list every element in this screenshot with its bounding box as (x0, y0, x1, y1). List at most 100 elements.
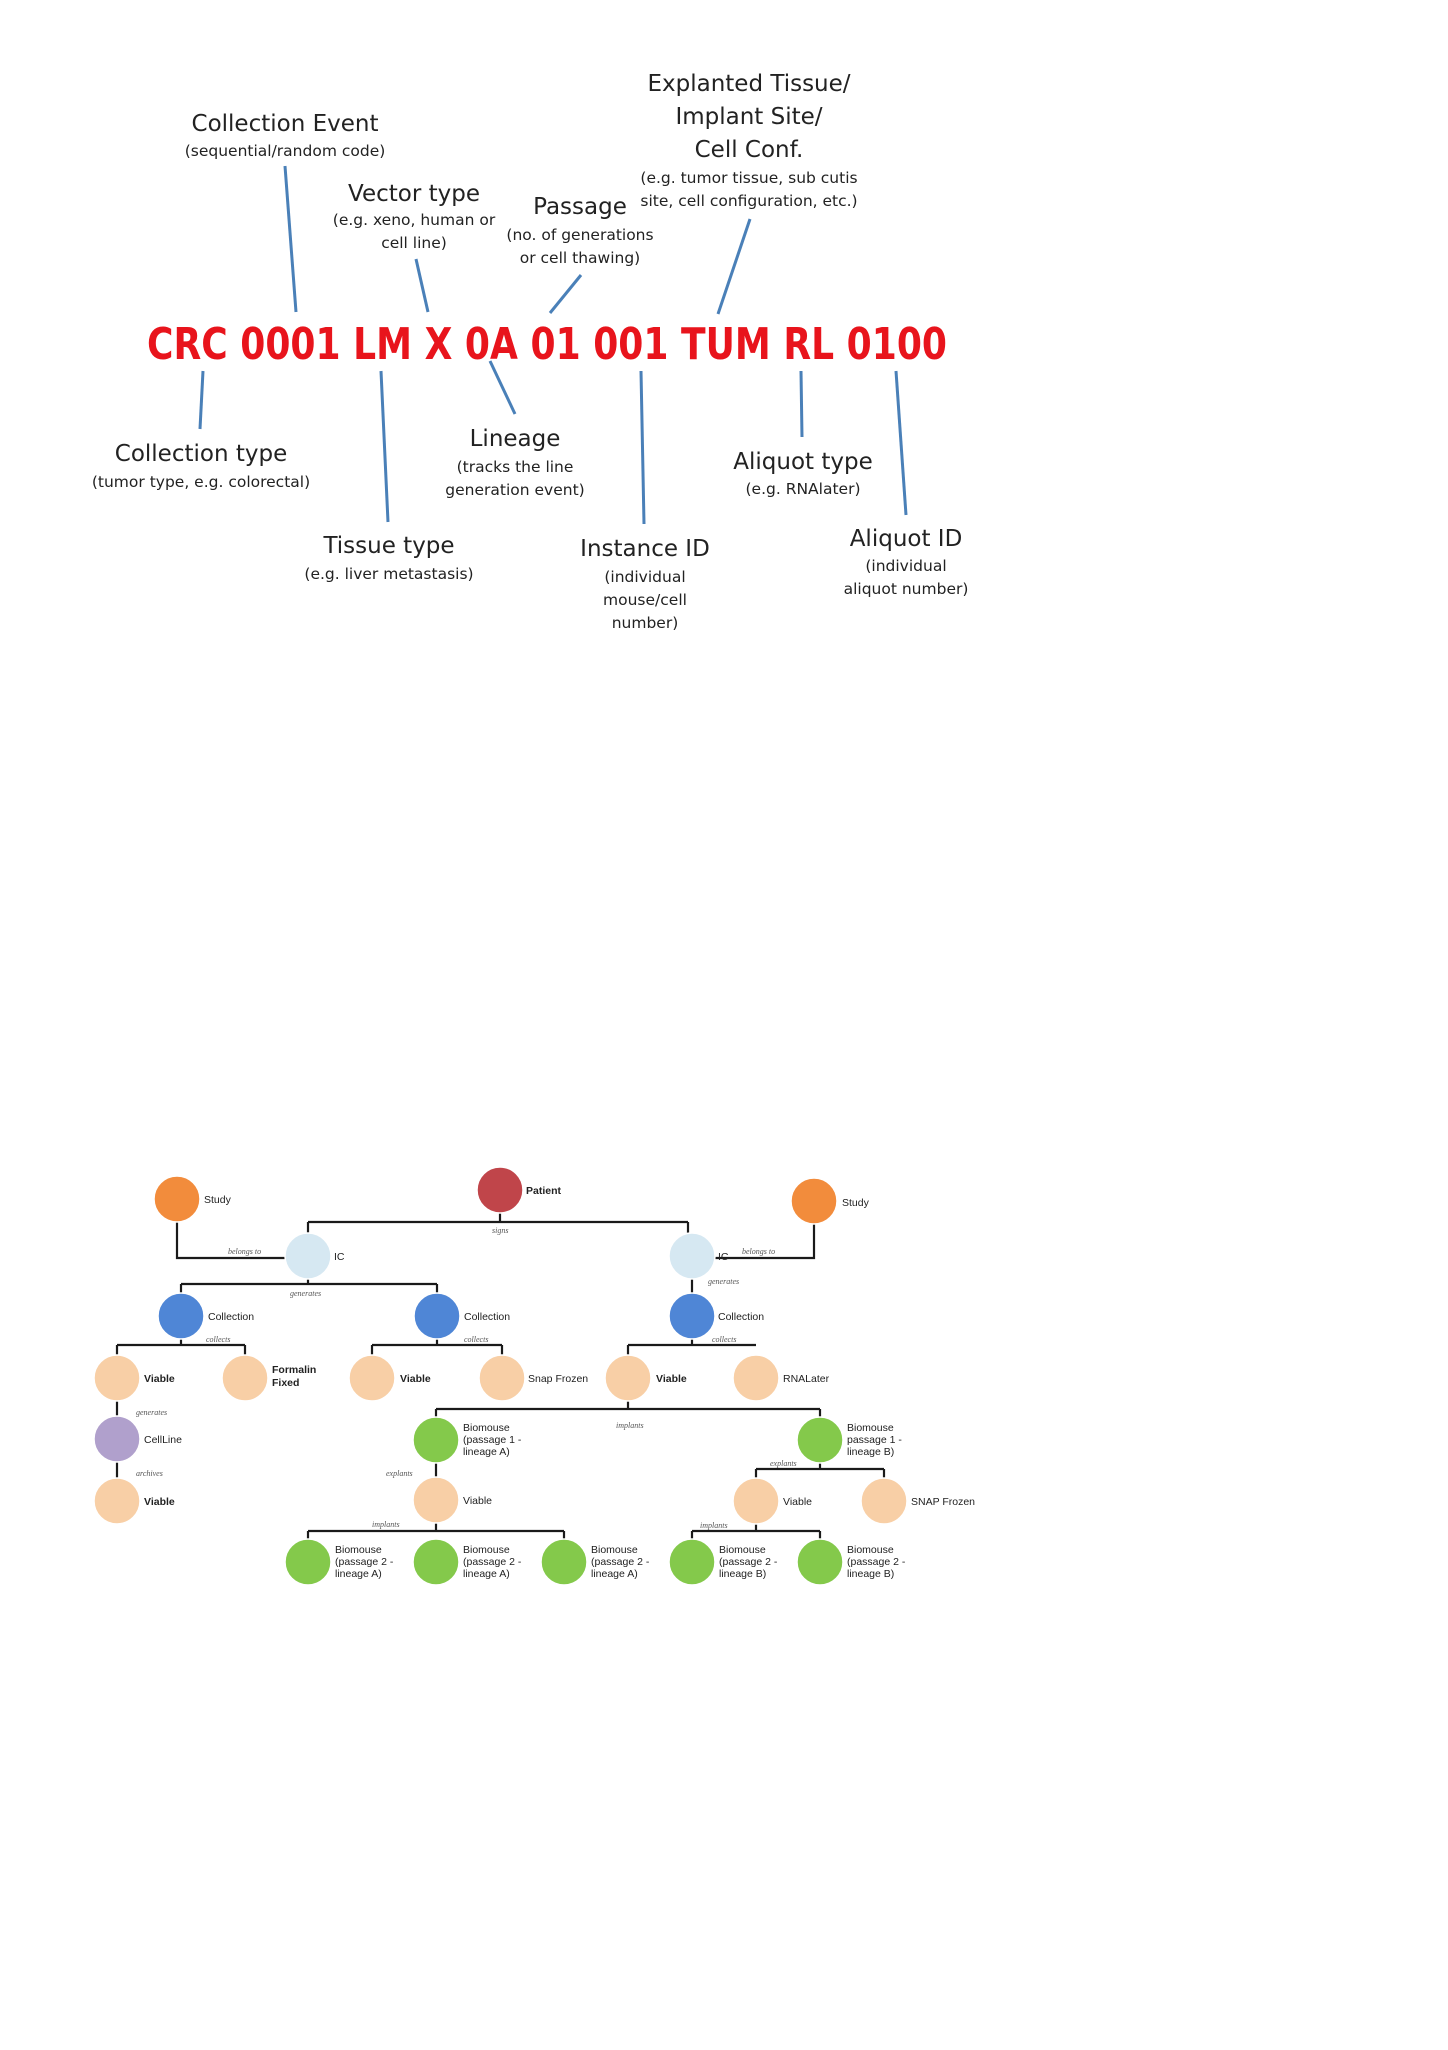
tree-nodes: Study Patient Study IC IC (93, 1166, 975, 1586)
desc-instance-id-2: mouse/cell (603, 591, 687, 609)
edge-label-implants-3: implants (700, 1521, 728, 1530)
edge-label-generates-right: generates (708, 1277, 739, 1286)
node-viable-5: Viable (412, 1476, 492, 1524)
node-label-line-3: lineage B) (719, 1568, 766, 1580)
node-study-right: Study (790, 1177, 870, 1225)
node-label-line-2: (passage 2 - (719, 1556, 778, 1568)
node-label-line-2: (passage 2 - (463, 1556, 522, 1568)
edge-label-collects-3: collects (712, 1335, 736, 1344)
node-collection-2: Collection (413, 1292, 510, 1340)
node-label: Patient (526, 1185, 562, 1197)
node-label: Snap Frozen (528, 1373, 588, 1385)
node-label: RNALater (783, 1373, 830, 1385)
node-label-line-3: lineage B) (847, 1446, 894, 1458)
label-explanted-1: Explanted Tissue/ (647, 71, 850, 97)
connector-tissue-type (379, 370, 390, 523)
id-code-diagram: CRC 0001 LM X 0A 01 001 TUM RL 0100 Coll… (92, 71, 969, 632)
collection-circle (668, 1292, 716, 1340)
biomouse-circle (284, 1538, 332, 1586)
desc-instance-id-1: (individual (604, 568, 685, 586)
node-label-line-2: (passage 2 - (847, 1556, 906, 1568)
node-label-line-2: (passage 2 - (591, 1556, 650, 1568)
node-biomouse-p2-lineage-a-1: Biomouse (passage 2 - lineage A) (284, 1538, 394, 1586)
edge-label-archives: archives (136, 1469, 163, 1478)
node-viable-2: Viable (348, 1354, 431, 1402)
connector-passage (548, 274, 583, 314)
connector-lines (198, 165, 908, 525)
node-ic-left: IC (284, 1232, 345, 1280)
edge-label-signs: signs (492, 1226, 508, 1235)
node-label: CellLine (144, 1434, 182, 1446)
edge-labels: signs belongs to belongs to generates ge… (136, 1226, 797, 1530)
ic-circle (668, 1232, 716, 1280)
node-label-line-2: (passage 1 - (463, 1434, 522, 1446)
label-passage: Passage (533, 194, 627, 220)
desc-passage-2: or cell thawing) (520, 249, 640, 267)
connector-vector-type (414, 258, 430, 313)
node-biomouse-p2-lineage-b-1: Biomouse (passage 2 - lineage B) (668, 1538, 778, 1586)
connector-explanted (716, 218, 752, 315)
node-viable-1: Viable (93, 1354, 175, 1402)
edge-label-belongs-to-right: belongs to (742, 1247, 775, 1256)
node-label: SNAP Frozen (911, 1496, 975, 1508)
node-biomouse-p1-lineage-b: Biomouse passage 1 - lineage B) (796, 1416, 902, 1464)
connector-collection-event (283, 165, 298, 313)
desc-passage-1: (no. of generations (506, 226, 653, 244)
desc-collection-type: (tumor type, e.g. colorectal) (92, 473, 310, 491)
node-label: IC (334, 1251, 345, 1263)
label-explanted-2: Implant Site/ (675, 104, 822, 130)
node-label: Collection (718, 1311, 764, 1323)
connector-lineage (488, 360, 517, 415)
desc-tissue-type: (e.g. liver metastasis) (304, 565, 473, 583)
label-instance-id: Instance ID (580, 536, 710, 562)
node-label: Viable (400, 1373, 431, 1385)
patient-circle (476, 1166, 524, 1214)
desc-aliquot-type: (e.g. RNAlater) (745, 480, 860, 498)
node-biomouse-p2-lineage-a-3: Biomouse (passage 2 - lineage A) (540, 1538, 650, 1586)
connector-aliquot-id (894, 370, 908, 516)
line-study-right-to-ic (712, 1222, 816, 1260)
aliquot-circle (93, 1477, 141, 1525)
node-label: IC (718, 1251, 729, 1263)
node-biomouse-p2-lineage-b-2: Biomouse (passage 2 - lineage B) (796, 1538, 906, 1586)
connector-collection-type (198, 370, 205, 430)
node-label: Viable (656, 1373, 687, 1385)
node-collection-3: Collection (668, 1292, 764, 1340)
node-biomouse-p1-lineage-a: Biomouse (passage 1 - lineage A) (412, 1416, 522, 1464)
node-label: Study (842, 1197, 870, 1209)
node-label-line-1: Formalin (272, 1364, 316, 1376)
node-label: Viable (144, 1373, 175, 1385)
line-p1b-to-aliquots (754, 1460, 886, 1481)
node-label-line-1: Biomouse (847, 1544, 894, 1556)
collection-circle (157, 1292, 205, 1340)
entity-tree-diagram: signs belongs to belongs to generates ge… (93, 1166, 975, 1586)
label-explanted-3: Cell Conf. (695, 137, 804, 163)
connector-aliquot-type (799, 370, 804, 438)
node-rnalater: RNALater (732, 1354, 830, 1402)
aliquot-circle (732, 1354, 780, 1402)
node-label-line-1: Biomouse (335, 1544, 382, 1556)
aliquot-circle (221, 1354, 269, 1402)
specimen-code: CRC 0001 LM X 0A 01 001 TUM RL 0100 (147, 319, 947, 370)
line-coll1-to-aliquots (115, 1336, 247, 1358)
desc-lineage-2: generation event) (445, 481, 584, 499)
cellline-circle (93, 1415, 141, 1463)
biomouse-circle (540, 1538, 588, 1586)
edge-label-generates-left: generates (290, 1289, 321, 1298)
edge-label-collects-1: collects (206, 1335, 230, 1344)
node-label: Study (204, 1194, 232, 1206)
node-label: Viable (463, 1495, 492, 1507)
collection-circle (413, 1292, 461, 1340)
node-snap-frozen-1: Snap Frozen (478, 1354, 588, 1402)
node-viable-3: Viable (604, 1354, 687, 1402)
line-viable6-to-p2 (690, 1521, 822, 1542)
aliquot-circle (860, 1477, 908, 1525)
line-ic-left-to-collections (179, 1276, 439, 1295)
edge-label-explants-2: explants (770, 1459, 797, 1468)
node-label-line-1: Biomouse (847, 1422, 894, 1434)
node-label-line-2: passage 1 - (847, 1434, 902, 1446)
aliquot-circle (732, 1477, 780, 1525)
aliquot-circle (604, 1354, 652, 1402)
node-label-line-2: (passage 2 - (335, 1556, 394, 1568)
ic-circle (284, 1232, 332, 1280)
